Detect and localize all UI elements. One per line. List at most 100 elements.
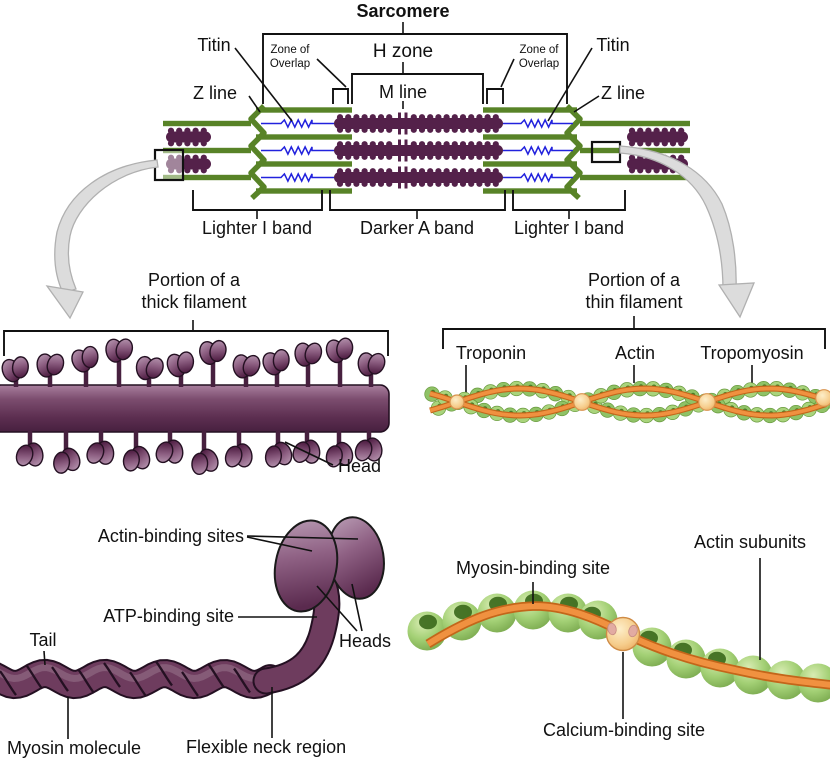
atp-binding-site-label: ATP-binding site xyxy=(103,606,234,626)
a-band-bracket xyxy=(329,190,506,211)
thick-filament-caption: Portion of a thick filament xyxy=(3,270,389,356)
myosin-head-bump xyxy=(484,141,491,148)
myosin-head-bump xyxy=(645,140,652,147)
myosin-head-bump xyxy=(628,140,636,147)
z-line-pointer-right xyxy=(573,95,600,113)
myosin-head-bump xyxy=(435,114,442,121)
myosin-head xyxy=(105,338,134,363)
myosin-head-bump xyxy=(443,126,450,133)
zoom-box-left-fade xyxy=(156,151,182,179)
myosin-head-bump xyxy=(427,168,434,175)
thick-caption-line2: thick filament xyxy=(141,292,246,312)
zone-overlap-marker-right xyxy=(486,88,504,104)
myosin-head-bump xyxy=(492,168,499,175)
myosin-head-bump xyxy=(386,168,393,175)
myosin-head-bump xyxy=(451,180,458,187)
myosin-head-bump xyxy=(451,168,458,175)
calcium-binding-site-label: Calcium-binding site xyxy=(543,720,705,740)
myosin-head xyxy=(191,448,219,475)
myosin-head-lobe xyxy=(176,351,195,374)
myosin-head-bump xyxy=(653,127,660,134)
myosin-head-bump xyxy=(167,127,175,134)
myosin-head-bump xyxy=(192,127,199,134)
flexible-neck-region-label: Flexible neck region xyxy=(186,737,346,757)
myosin-head-lobe xyxy=(354,439,373,462)
i-band-label-left: Lighter I band xyxy=(202,218,312,238)
myosin-head-bump xyxy=(443,168,450,175)
myosin-head-bump xyxy=(361,153,368,160)
myosin-head xyxy=(122,445,151,472)
myosin-molecule-label: Myosin molecule xyxy=(7,738,141,758)
h-zone-bracket xyxy=(351,73,484,104)
titin-label-left: Titin xyxy=(197,35,230,55)
myosin-head-bump xyxy=(427,141,434,148)
myosin-head-bump xyxy=(427,153,434,160)
z-line-left-zigzag xyxy=(248,104,267,201)
myosin-head-bump xyxy=(459,114,467,121)
myosin-head xyxy=(357,352,386,377)
myosin-head-bump xyxy=(369,126,376,133)
myosin-head-bump xyxy=(410,168,417,175)
myosin-head-bump xyxy=(451,114,458,121)
rope-twist xyxy=(207,662,225,689)
myosin-head-bump xyxy=(167,154,175,161)
zone-overlap-label-right-2: Overlap xyxy=(519,58,559,70)
myosin-head-bump xyxy=(353,168,360,175)
myosin-head-bump xyxy=(468,126,475,133)
troponin-complex xyxy=(449,394,465,410)
myosin-head xyxy=(325,337,354,364)
tail-label: Tail xyxy=(29,630,56,650)
titin-pointer-left xyxy=(234,47,293,122)
myosin-head-bump xyxy=(200,140,207,147)
m-line-bar xyxy=(398,166,401,189)
myosin-head-bump xyxy=(176,140,183,147)
myosin-head-bump xyxy=(336,168,344,175)
myosin-head-bump xyxy=(386,153,393,160)
zone-overlap-label-left-2: Overlap xyxy=(270,58,310,70)
myosin-head xyxy=(53,447,81,474)
myosin-head-bump xyxy=(353,141,360,148)
myosin-head-bump xyxy=(176,167,183,174)
myosin-head xyxy=(264,441,293,468)
myosin-head-bump xyxy=(435,180,442,187)
troponin-complex xyxy=(698,393,716,411)
myosin-head-bump xyxy=(435,126,442,133)
troponin-complex xyxy=(573,393,591,411)
myosin-heads xyxy=(1,337,386,475)
myosin-head-bump xyxy=(468,141,475,148)
myosin-head-bump xyxy=(459,180,467,187)
heads-pointer-1 xyxy=(316,585,358,632)
myosin-head-bump xyxy=(468,114,475,121)
heads-label: Heads xyxy=(339,631,391,651)
myosin-head xyxy=(135,355,164,381)
myosin-head-bump xyxy=(377,141,385,148)
myosin-head-bump xyxy=(443,114,450,121)
myosin-head-bump xyxy=(377,180,385,187)
myosin-head-lobe xyxy=(86,442,105,464)
m-line-bar xyxy=(398,139,401,162)
myosin-head-bump xyxy=(443,180,450,187)
myosin-head-bump xyxy=(661,127,668,134)
myosin-head-bump xyxy=(377,114,385,121)
myosin-head-bump xyxy=(476,153,483,160)
myosin-head-bumps xyxy=(167,112,685,189)
myosin-head-bump xyxy=(637,127,644,134)
actin-binding-sites-label: Actin-binding sites xyxy=(98,526,244,546)
myosin-head-bump xyxy=(476,114,483,121)
m-line-bar xyxy=(398,112,401,135)
thin-caption-line2: thin filament xyxy=(585,292,682,312)
zoom-arrow-left-head xyxy=(45,285,84,320)
myosin-head-lobe xyxy=(15,444,34,467)
myosin-head-bump xyxy=(361,168,368,175)
rope-twist xyxy=(181,671,199,697)
zoom-arrow-left-shaft xyxy=(54,159,159,294)
myosin-head-bump xyxy=(345,114,352,121)
thick-filament-illustration: Head xyxy=(0,337,390,476)
titin-strand xyxy=(261,145,334,156)
rope-twist xyxy=(129,671,147,697)
myosin-head-lobe xyxy=(264,445,283,468)
myosin-head-bump xyxy=(345,153,352,160)
myosin-head-bump xyxy=(192,154,199,161)
myosin-head-bump xyxy=(492,180,499,187)
